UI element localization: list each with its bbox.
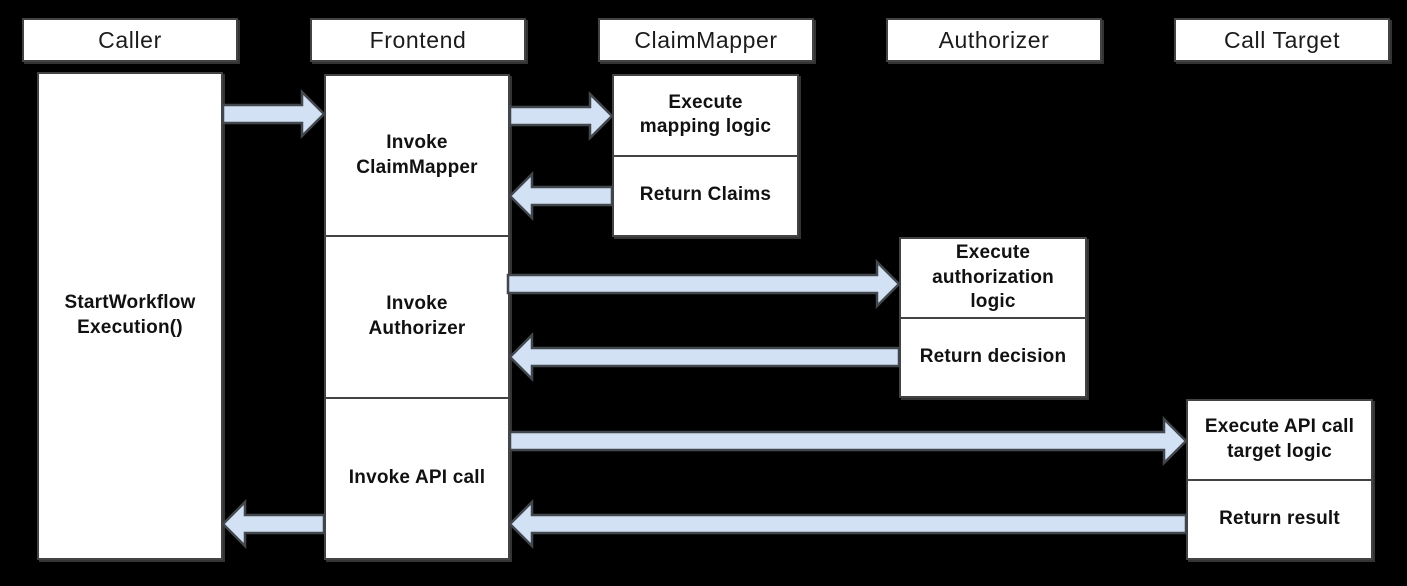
lifeline-label-caller: Caller: [98, 26, 162, 53]
arrow-frontend-to-caller: [221, 498, 326, 550]
claimmapper-step-execute-mapping-logic: Execute mapping logic: [639, 91, 772, 138]
lifeline-header-claimmapper: ClaimMapper: [598, 18, 814, 62]
frontend-step-invoke-api-call: Invoke API call: [326, 396, 508, 558]
arrow-frontend-to-calltarget: [508, 415, 1188, 467]
caller-step-label: StartWorkflow Execution(): [64, 292, 196, 338]
lifeline-header-calltarget: Call Target: [1174, 18, 1390, 62]
activation-box-authorizer: Execute authorization logic Return decis…: [899, 237, 1087, 398]
lifeline-label-frontend: Frontend: [369, 26, 467, 53]
lifeline-header-frontend: Frontend: [310, 18, 526, 62]
lifeline-label-authorizer: Authorizer: [938, 26, 1050, 53]
lifeline-header-authorizer: Authorizer: [886, 18, 1102, 62]
arrow-calltarget-to-frontend: [508, 498, 1188, 550]
frontend-step-invoke-claimmapper: Invoke ClaimMapper: [356, 131, 478, 178]
lifeline-label-claimmapper: ClaimMapper: [634, 26, 778, 53]
authorizer-step-return-decision: Return decision: [901, 317, 1085, 396]
activation-box-caller: StartWorkflow Execution(): [37, 72, 223, 560]
activation-box-claimmapper: Execute mapping logic Return Claims: [612, 74, 799, 237]
lifeline-label-calltarget: Call Target: [1223, 26, 1341, 53]
calltarget-step-return-result: Return result: [1188, 478, 1371, 559]
activation-box-frontend: Invoke ClaimMapper Invoke Authorizer Inv…: [324, 74, 510, 560]
claimmapper-step-return-claims: Return Claims: [614, 154, 797, 236]
frontend-step-invoke-authorizer: Invoke Authorizer: [326, 235, 508, 396]
calltarget-step-execute-api-call-target-logic: Execute API call target logic: [1204, 416, 1355, 462]
activation-box-calltarget: Execute API call target logic Return res…: [1186, 399, 1373, 560]
arrow-frontend-to-claimmapper: [508, 90, 614, 142]
arrow-frontend-to-authorizer: [506, 258, 901, 310]
authorizer-step-execute-authorization-logic: Execute authorization logic: [932, 242, 1054, 313]
arrow-authorizer-to-frontend: [508, 331, 901, 383]
arrow-caller-to-frontend: [221, 88, 326, 140]
arrow-claimmapper-to-frontend: [508, 170, 614, 222]
lifeline-header-caller: Caller: [22, 18, 238, 62]
